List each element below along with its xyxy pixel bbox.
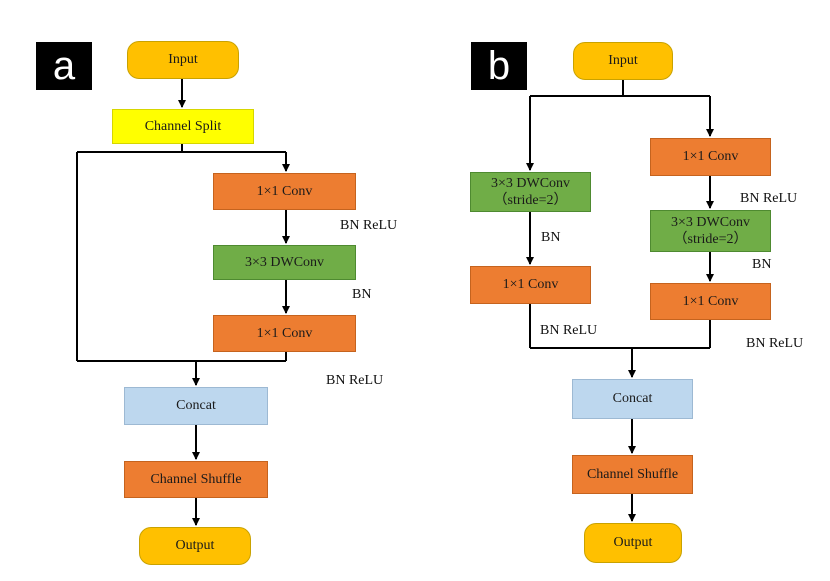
panel-b-left-dwconv-line1: 3×3 DWConv <box>490 175 571 191</box>
panel-a-bn-relu-2: BN ReLU <box>326 373 384 388</box>
panel-a-bn: BN <box>352 287 372 302</box>
panel-a-bn-relu-1: BN ReLU <box>340 218 398 233</box>
panel-a-conv2-label: 1×1 Conv <box>256 325 313 341</box>
panel-b-input-node: Input <box>573 42 673 80</box>
panel-a-tag: a <box>36 42 92 90</box>
panel-b-left-dwconv-line2: （stride=2） <box>493 193 568 208</box>
panel-a-conv2-node: 1×1 Conv <box>213 315 356 352</box>
panel-b-right-conv2-label: 1×1 Conv <box>682 293 739 309</box>
panel-a-input-node: Input <box>127 41 239 79</box>
panel-a-conv1-label: 1×1 Conv <box>256 183 313 199</box>
panel-a-concat-node: Concat <box>124 387 268 425</box>
panel-a-channel-shuffle-node: Channel Shuffle <box>124 461 268 498</box>
panel-b-input-label: Input <box>608 53 638 69</box>
panel-b-left-dwconv-node: 3×3 DWConv （stride=2） <box>470 172 591 212</box>
panel-b-concat-node: Concat <box>572 379 693 419</box>
panel-b-right-dwconv-line1: 3×3 DWConv <box>670 214 751 230</box>
panel-a-channel-shuffle-label: Channel Shuffle <box>150 471 242 487</box>
panel-b-right-bn-relu-2: BN ReLU <box>746 336 804 351</box>
panel-a-dwconv-node: 3×3 DWConv <box>213 245 356 280</box>
panel-b-right-conv1-node: 1×1 Conv <box>650 138 771 176</box>
panel-b-output-node: Output <box>584 523 682 563</box>
panel-a-output-label: Output <box>175 538 215 554</box>
panel-b-concat-label: Concat <box>612 391 653 407</box>
panel-a-dwconv-label: 3×3 DWConv <box>244 254 325 270</box>
panel-b-right-dwconv-line2: （stride=2） <box>673 232 748 247</box>
panel-a-input-label: Input <box>168 52 198 68</box>
panel-b-right-conv2-node: 1×1 Conv <box>650 283 771 320</box>
panel-b-left-bn-relu: BN ReLU <box>540 323 598 338</box>
panel-a-channel-split-node: Channel Split <box>112 109 254 144</box>
panel-b-left-conv-node: 1×1 Conv <box>470 266 591 304</box>
panel-b-tag: b <box>471 42 527 90</box>
panel-a-concat-label: Concat <box>176 398 216 414</box>
panel-a-output-node: Output <box>139 527 251 565</box>
panel-b-right-conv1-label: 1×1 Conv <box>682 149 739 165</box>
panel-b-channel-shuffle-node: Channel Shuffle <box>572 455 693 494</box>
panel-b-left-bn: BN <box>541 230 561 245</box>
panel-b-output-label: Output <box>613 535 653 551</box>
panel-a-channel-split-label: Channel Split <box>144 118 222 134</box>
panel-a-conv1-node: 1×1 Conv <box>213 173 356 210</box>
panel-b-left-conv-label: 1×1 Conv <box>502 277 559 293</box>
panel-b-channel-shuffle-label: Channel Shuffle <box>586 466 679 482</box>
panel-b-right-bn-relu-1: BN ReLU <box>740 191 798 206</box>
panel-b-right-bn: BN <box>752 257 772 272</box>
panel-b-right-dwconv-node: 3×3 DWConv （stride=2） <box>650 210 771 252</box>
